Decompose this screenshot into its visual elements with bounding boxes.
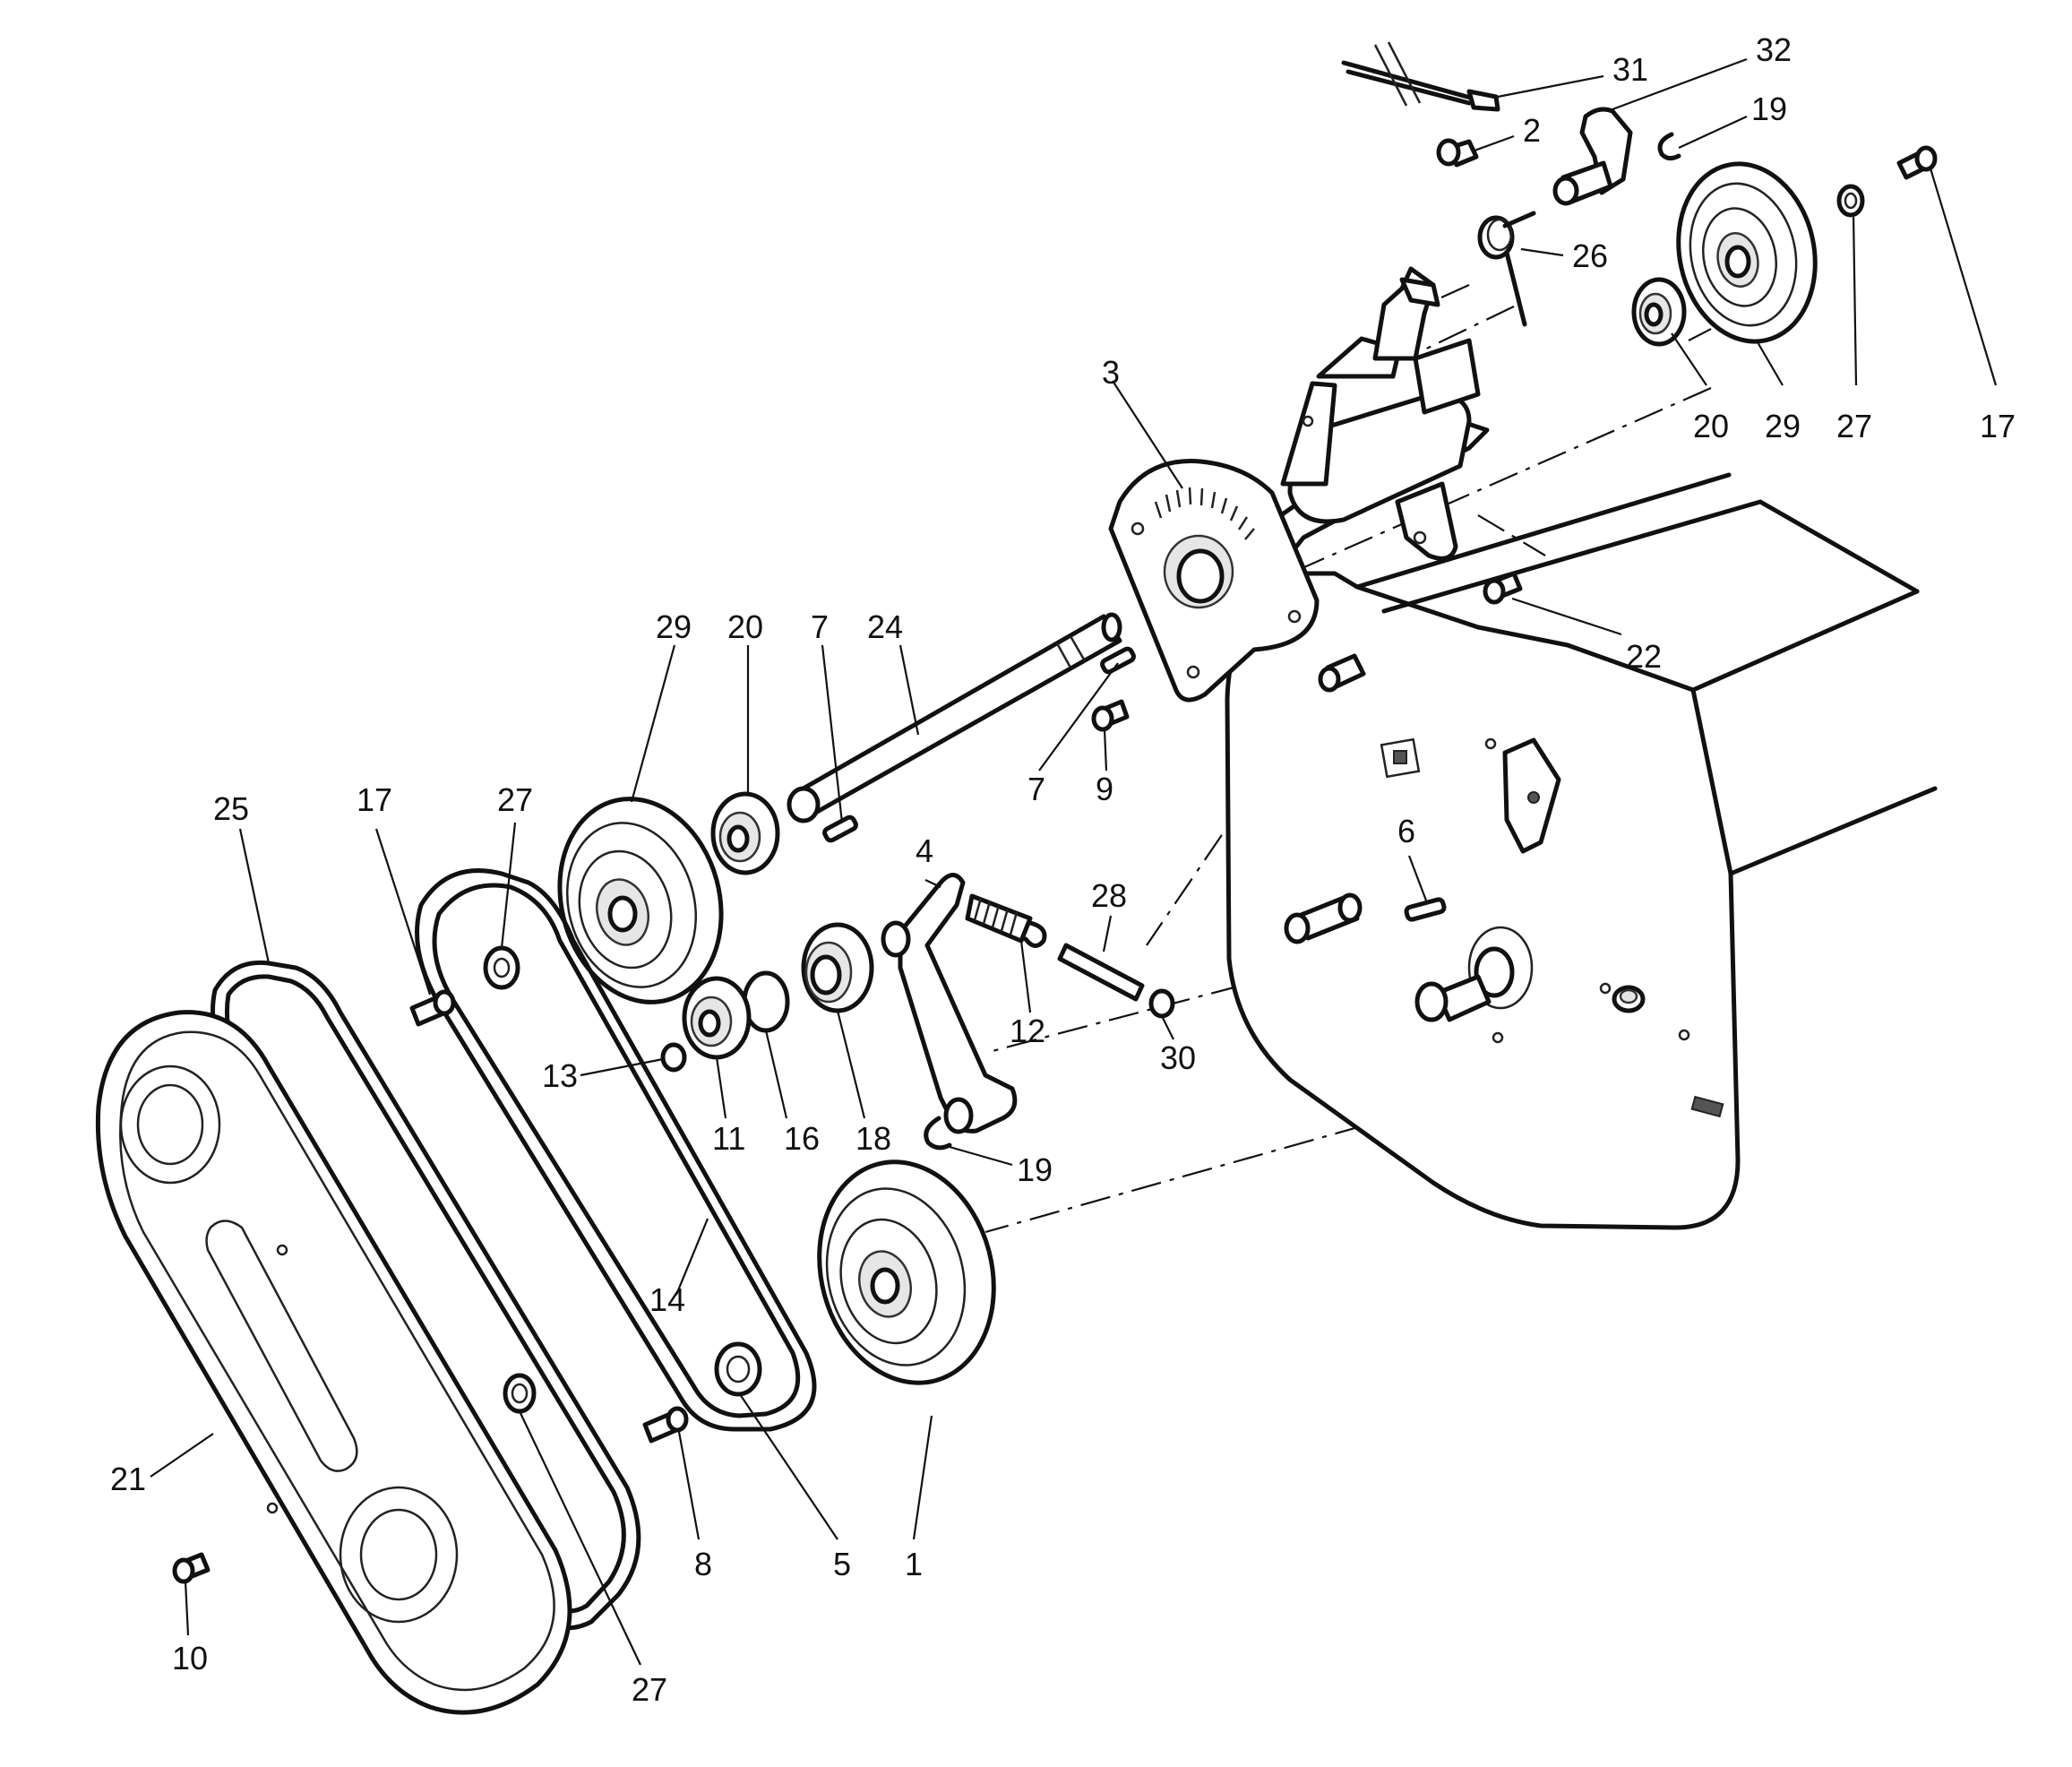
upper-clip-19: [1657, 132, 1681, 161]
tension-spring-12: [965, 893, 1047, 948]
callout-29-upper: 29: [1765, 408, 1801, 444]
guide-plate-3: [1108, 459, 1320, 702]
nut-13: [660, 1042, 687, 1073]
bearing-11: [682, 976, 752, 1060]
callout-4: 4: [916, 832, 933, 869]
callout-21: 21: [110, 1461, 146, 1497]
cable-31: [1341, 41, 1500, 112]
bolt-8: [642, 1406, 689, 1444]
callout-19-upper: 19: [1751, 91, 1787, 127]
bolt-10: [172, 1552, 211, 1584]
callout-16: 16: [784, 1120, 820, 1157]
callout-29-middle: 29: [656, 608, 692, 645]
callout-26: 26: [1572, 237, 1608, 274]
belt-idler-27-upper: [483, 945, 520, 990]
callout-10: 10: [172, 1640, 208, 1676]
callout-11: 11: [712, 1120, 745, 1157]
upper-bolt-17: [1896, 145, 1938, 180]
callout-8: 8: [694, 1546, 712, 1582]
callout-6: 6: [1397, 813, 1415, 849]
tensioner-bracket-assembly: [1274, 266, 1490, 574]
callout-7-lower: 7: [1027, 771, 1045, 807]
upper-pulley-29: [1676, 161, 1818, 344]
callout-12: 12: [1010, 1013, 1045, 1049]
callout-17-upper: 17: [1980, 408, 2016, 444]
callout-13: 13: [542, 1057, 578, 1094]
middle-pulley-29: [557, 797, 724, 1004]
callout-19-lower: 19: [1017, 1151, 1053, 1188]
callout-9: 9: [1096, 771, 1113, 807]
key-7-lower: [822, 815, 858, 843]
nut-30: [1148, 988, 1175, 1019]
lever-arm-4: [881, 873, 1018, 1134]
key-7-upper: [1100, 646, 1136, 675]
belt-idler-5: [714, 1341, 762, 1397]
shaft-24: [787, 612, 1122, 823]
middle-bearing-20: [710, 791, 780, 875]
threaded-rod-28: [1057, 943, 1145, 1002]
key-6: [1404, 897, 1447, 922]
callout-18: 18: [855, 1120, 891, 1157]
callout-28: 28: [1091, 877, 1127, 914]
lower-clip-19: [924, 1116, 952, 1151]
lower-bolt-17: [409, 989, 456, 1027]
cam-lever-32: [1552, 107, 1633, 206]
callout-2: 2: [1523, 112, 1541, 149]
callout-27-lower: 27: [632, 1671, 667, 1708]
callout-20-middle: 20: [727, 608, 763, 645]
callout-31: 31: [1612, 51, 1648, 88]
callout-7-upper: 7: [811, 608, 829, 645]
belt-cover-21: [95, 1010, 572, 1715]
leader-lines: [150, 57, 1998, 1666]
bushing-18: [801, 922, 874, 1013]
callout-27-upper: 27: [1836, 408, 1872, 444]
machine-housing: [1225, 472, 1938, 1230]
callout-20-upper: 20: [1693, 408, 1729, 444]
belt-14: [415, 868, 817, 1432]
bolt-2: [1436, 138, 1479, 168]
gasket-washer-27: [503, 1373, 537, 1414]
callout-labels: 31 32 2 19 26 3 20 29 27 17 22 29 20 7 2…: [110, 31, 2016, 1708]
callout-32: 32: [1756, 31, 1792, 68]
callout-27-middle: 27: [497, 781, 533, 818]
bolt-9: [1091, 699, 1130, 732]
callout-22: 22: [1626, 638, 1662, 675]
callout-25: 25: [213, 790, 249, 827]
torsion-spring-26: [1477, 211, 1536, 327]
lower-pulley-1: [817, 1159, 996, 1385]
callout-5: 5: [833, 1546, 851, 1582]
callout-3: 3: [1102, 354, 1120, 391]
callout-14: 14: [649, 1281, 685, 1318]
callout-17-lower: 17: [357, 781, 392, 818]
bolt-22: [1483, 571, 1523, 605]
callout-1: 1: [905, 1546, 923, 1582]
upper-bearing-20: [1631, 277, 1687, 347]
callout-24: 24: [867, 608, 903, 645]
upper-washer-27: [1836, 184, 1865, 218]
callout-30: 30: [1160, 1039, 1196, 1076]
